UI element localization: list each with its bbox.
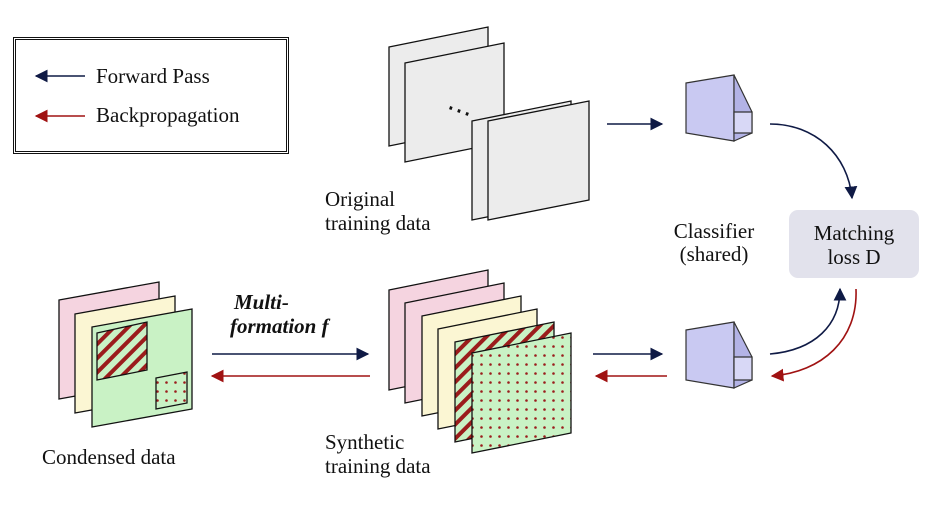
synthetic-label-line1: Synthetic <box>325 430 405 454</box>
multi-formation-line1: Multi- <box>234 290 289 314</box>
synthetic-sheet-dotted <box>471 332 572 454</box>
backprop-arrow-loss-to-classifier <box>770 288 857 382</box>
condensed-dot-patch <box>155 371 188 410</box>
original-sheet-5 <box>487 100 590 221</box>
matching-label-line2: loss D <box>827 245 881 269</box>
multi-formation-line2: formation f <box>230 314 329 338</box>
original-label-line1: Original <box>325 187 395 211</box>
matching-loss-box <box>789 210 919 278</box>
condensed-hatch-patch <box>96 321 148 381</box>
classifier-top <box>685 74 753 142</box>
classifier-label-line1: Classifier <box>673 219 755 243</box>
original-training-data-stack <box>388 26 590 221</box>
legend-forward-label: Forward Pass <box>96 64 210 88</box>
classifier-bottom <box>685 321 753 389</box>
classifier-label-line2: (shared) <box>679 242 749 266</box>
forward-arrow-classifier-bottom-to-loss <box>769 287 847 355</box>
condensed-label: Condensed data <box>42 445 176 469</box>
synthetic-label-line2: training data <box>325 454 431 478</box>
synthetic-training-data-stack <box>388 269 572 454</box>
matching-label-line1: Matching <box>813 221 895 245</box>
legend-backprop-label: Backpropagation <box>96 103 240 127</box>
condensed-data-stack <box>58 281 193 428</box>
original-label-line2: training data <box>325 211 431 235</box>
legend-box <box>13 37 289 154</box>
forward-arrow-classifier-to-loss <box>769 123 858 200</box>
